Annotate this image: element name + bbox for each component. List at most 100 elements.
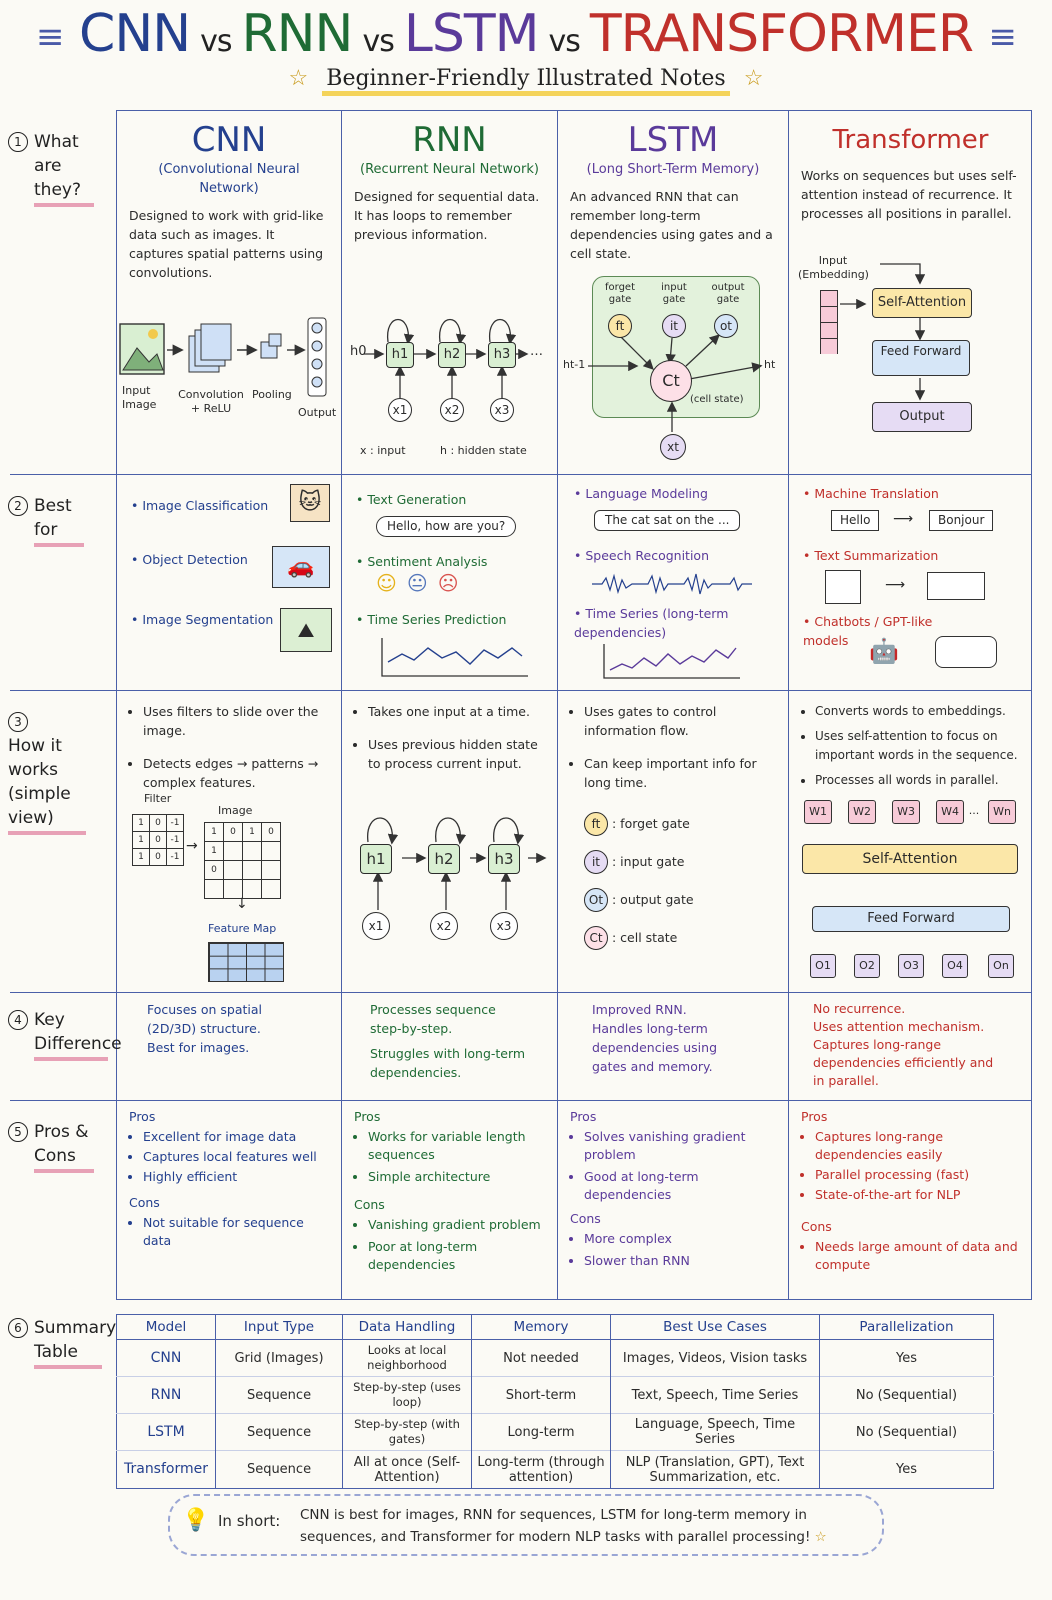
cnn-pro-item: Captures local features well [143,1148,329,1166]
transformer-best-item: • Text Summarization [803,548,939,563]
lstm-cell-state-label: (cell state) [690,394,744,405]
table-cell: NLP (Translation, GPT), Text Summarizati… [610,1450,820,1489]
cnn-how-item: Detects edges → patterns → complex featu… [143,754,329,792]
lstm-con-item: More complex [584,1230,776,1248]
gate-legend-row: it : input gate [584,850,684,874]
rnn-hidden-node: h1 [386,342,414,368]
title-vs-2: vs [362,24,394,59]
output-token: On [988,954,1014,978]
transformer-how-item: Processes all words in parallel. [815,771,1020,790]
table-row: Transformer Sequence All at once (Self-A… [116,1450,994,1489]
title-vs-3: vs [548,24,580,59]
output-token: O3 [898,954,924,978]
title-deco-left: ≡ [36,17,64,57]
title-deco-right: ≡ [988,17,1016,57]
cnn-con-item: Not suitable for sequence data [143,1214,329,1250]
segmentation-image-icon: ⛰ [280,608,332,652]
sentiment-faces-icon: ☺😐☹ [376,571,469,595]
transformer-attention-block: Self-Attention [802,844,1018,874]
rnn-best-cell: • Text Generation Hello, how are you? • … [342,476,557,690]
lstm-con-item: Slower than RNN [584,1252,776,1270]
rnn-ellipsis: … [530,344,543,359]
cnn-best-item: • Image Classification [131,498,269,513]
subtitle-text: Beginner-Friendly Illustrated Notes [322,66,730,96]
rnn-h0-label: h0 [350,344,367,359]
summary-table: Model Input Type Data Handling Memory Be… [116,1314,994,1489]
rnn-fullname: (Recurrent Neural Network) [360,162,539,177]
cnn-best-cell: • Image Classification • Object Detectio… [117,476,341,690]
rnn-how-item: Uses previous hidden state to process cu… [368,735,545,773]
lstm-it-node: it [662,314,686,338]
image-label: Image [218,804,253,817]
transformer-key-cell: No recurrence. Uses attention mechanism.… [789,994,1032,1100]
lstm-best-cell: • Language Modeling The cat sat on the .… [558,476,788,690]
title-transformer: TRANSFORMER [589,4,974,64]
transformer-how-cell: Converts words to embeddings. Uses self-… [789,692,1032,992]
lstm-cell-arrows [588,334,763,432]
cons-heading: Cons [801,1219,832,1234]
arrow-right-icon: ⟶ [885,577,906,593]
lstm-output-label: output gate [711,282,745,305]
rnn-how-item: Takes one input at a time. [368,702,545,721]
transformer-con-item: Needs large amount of data and compute [815,1238,1020,1274]
lstm-pros-cons-cell: Pros Solves vanishing gradient problem G… [558,1102,788,1300]
cnn-description: Designed to work with grid-like data suc… [129,208,324,280]
lstm-hnext-label: ht [764,358,776,371]
pros-heading: Pros [570,1109,597,1124]
document-icon [825,570,861,604]
robot-icon: 🤖 [869,637,899,665]
lstm-fullname: (Long Short-Term Memory) [586,162,760,177]
lstm-how-item: Uses gates to control information flow. [584,702,776,740]
word-token: W3 [892,800,920,824]
rnn-input-node: x1 [388,398,412,422]
divider [557,110,558,1300]
text-box: The cat sat on the ... [594,510,741,531]
transformer-how-item: Converts words to embeddings. [815,702,1020,721]
table-header: Best Use Cases [610,1314,820,1340]
rnn-pro-item: Simple architecture [368,1168,545,1186]
feed-forward-box: Feed Forward [872,340,970,376]
table-cell-model: CNN [116,1339,216,1377]
embedding-stack [820,290,838,354]
speech-bubble: Hello, how are you? [376,516,517,537]
arrow-right-icon: → [186,838,198,854]
cnn-heading: CNN [191,120,267,160]
row-label-text: How it works (simple view) [8,734,86,835]
table-cell: Images, Videos, Vision tasks [610,1339,820,1377]
cons-heading: Cons [129,1195,160,1210]
rnn-how-cell: Takes one input at a time. Uses previous… [342,692,557,992]
row-number: 3 [8,712,28,732]
table-cell-model: RNN [116,1376,216,1414]
lstm-how-item: Can keep important info for long time. [584,754,776,792]
cnn-what-cell: CNN (Convolutional Neural Network) Desig… [117,112,341,474]
word-token: W1 [804,800,832,824]
transformer-how-item: Uses self-attention to focus on importan… [815,727,1020,765]
chat-bubble-icon [935,636,997,668]
rnn-best-item: • Text Generation [356,492,467,507]
cnn-pros-cons-cell: Pros Excellent for image data Captures l… [117,1102,341,1300]
table-cell: Looks at local neighborhood [342,1339,472,1377]
star-icon: ☆ [288,66,309,91]
cnn-diagram-input-label: Input Image [122,384,157,411]
title-rnn: RNN [241,4,354,64]
star-icon: ☆ [814,1529,827,1545]
table-header: Input Type [215,1314,343,1340]
transformer-pro-item: Captures long-range dependencies easily [815,1128,1020,1164]
table-cell: Not needed [471,1339,611,1377]
rnn-con-item: Vanishing gradient problem [368,1216,545,1234]
rnn-how-input-node: x3 [490,912,518,940]
row-number: 2 [8,496,28,516]
lstm-ot-node: ot [714,314,738,338]
callout-lead: In short: [218,1512,281,1530]
table-cell: Long-term [471,1413,611,1451]
table-header-row: Model Input Type Data Handling Memory Be… [116,1314,994,1340]
divider [10,690,1032,691]
output-token: O4 [942,954,968,978]
summary-icon [927,572,985,600]
table-row: LSTM Sequence Step-by-step (with gates) … [116,1413,994,1451]
cnn-best-item: • Object Detection [131,552,248,567]
lstm-forget-label: forget gate [605,282,635,305]
